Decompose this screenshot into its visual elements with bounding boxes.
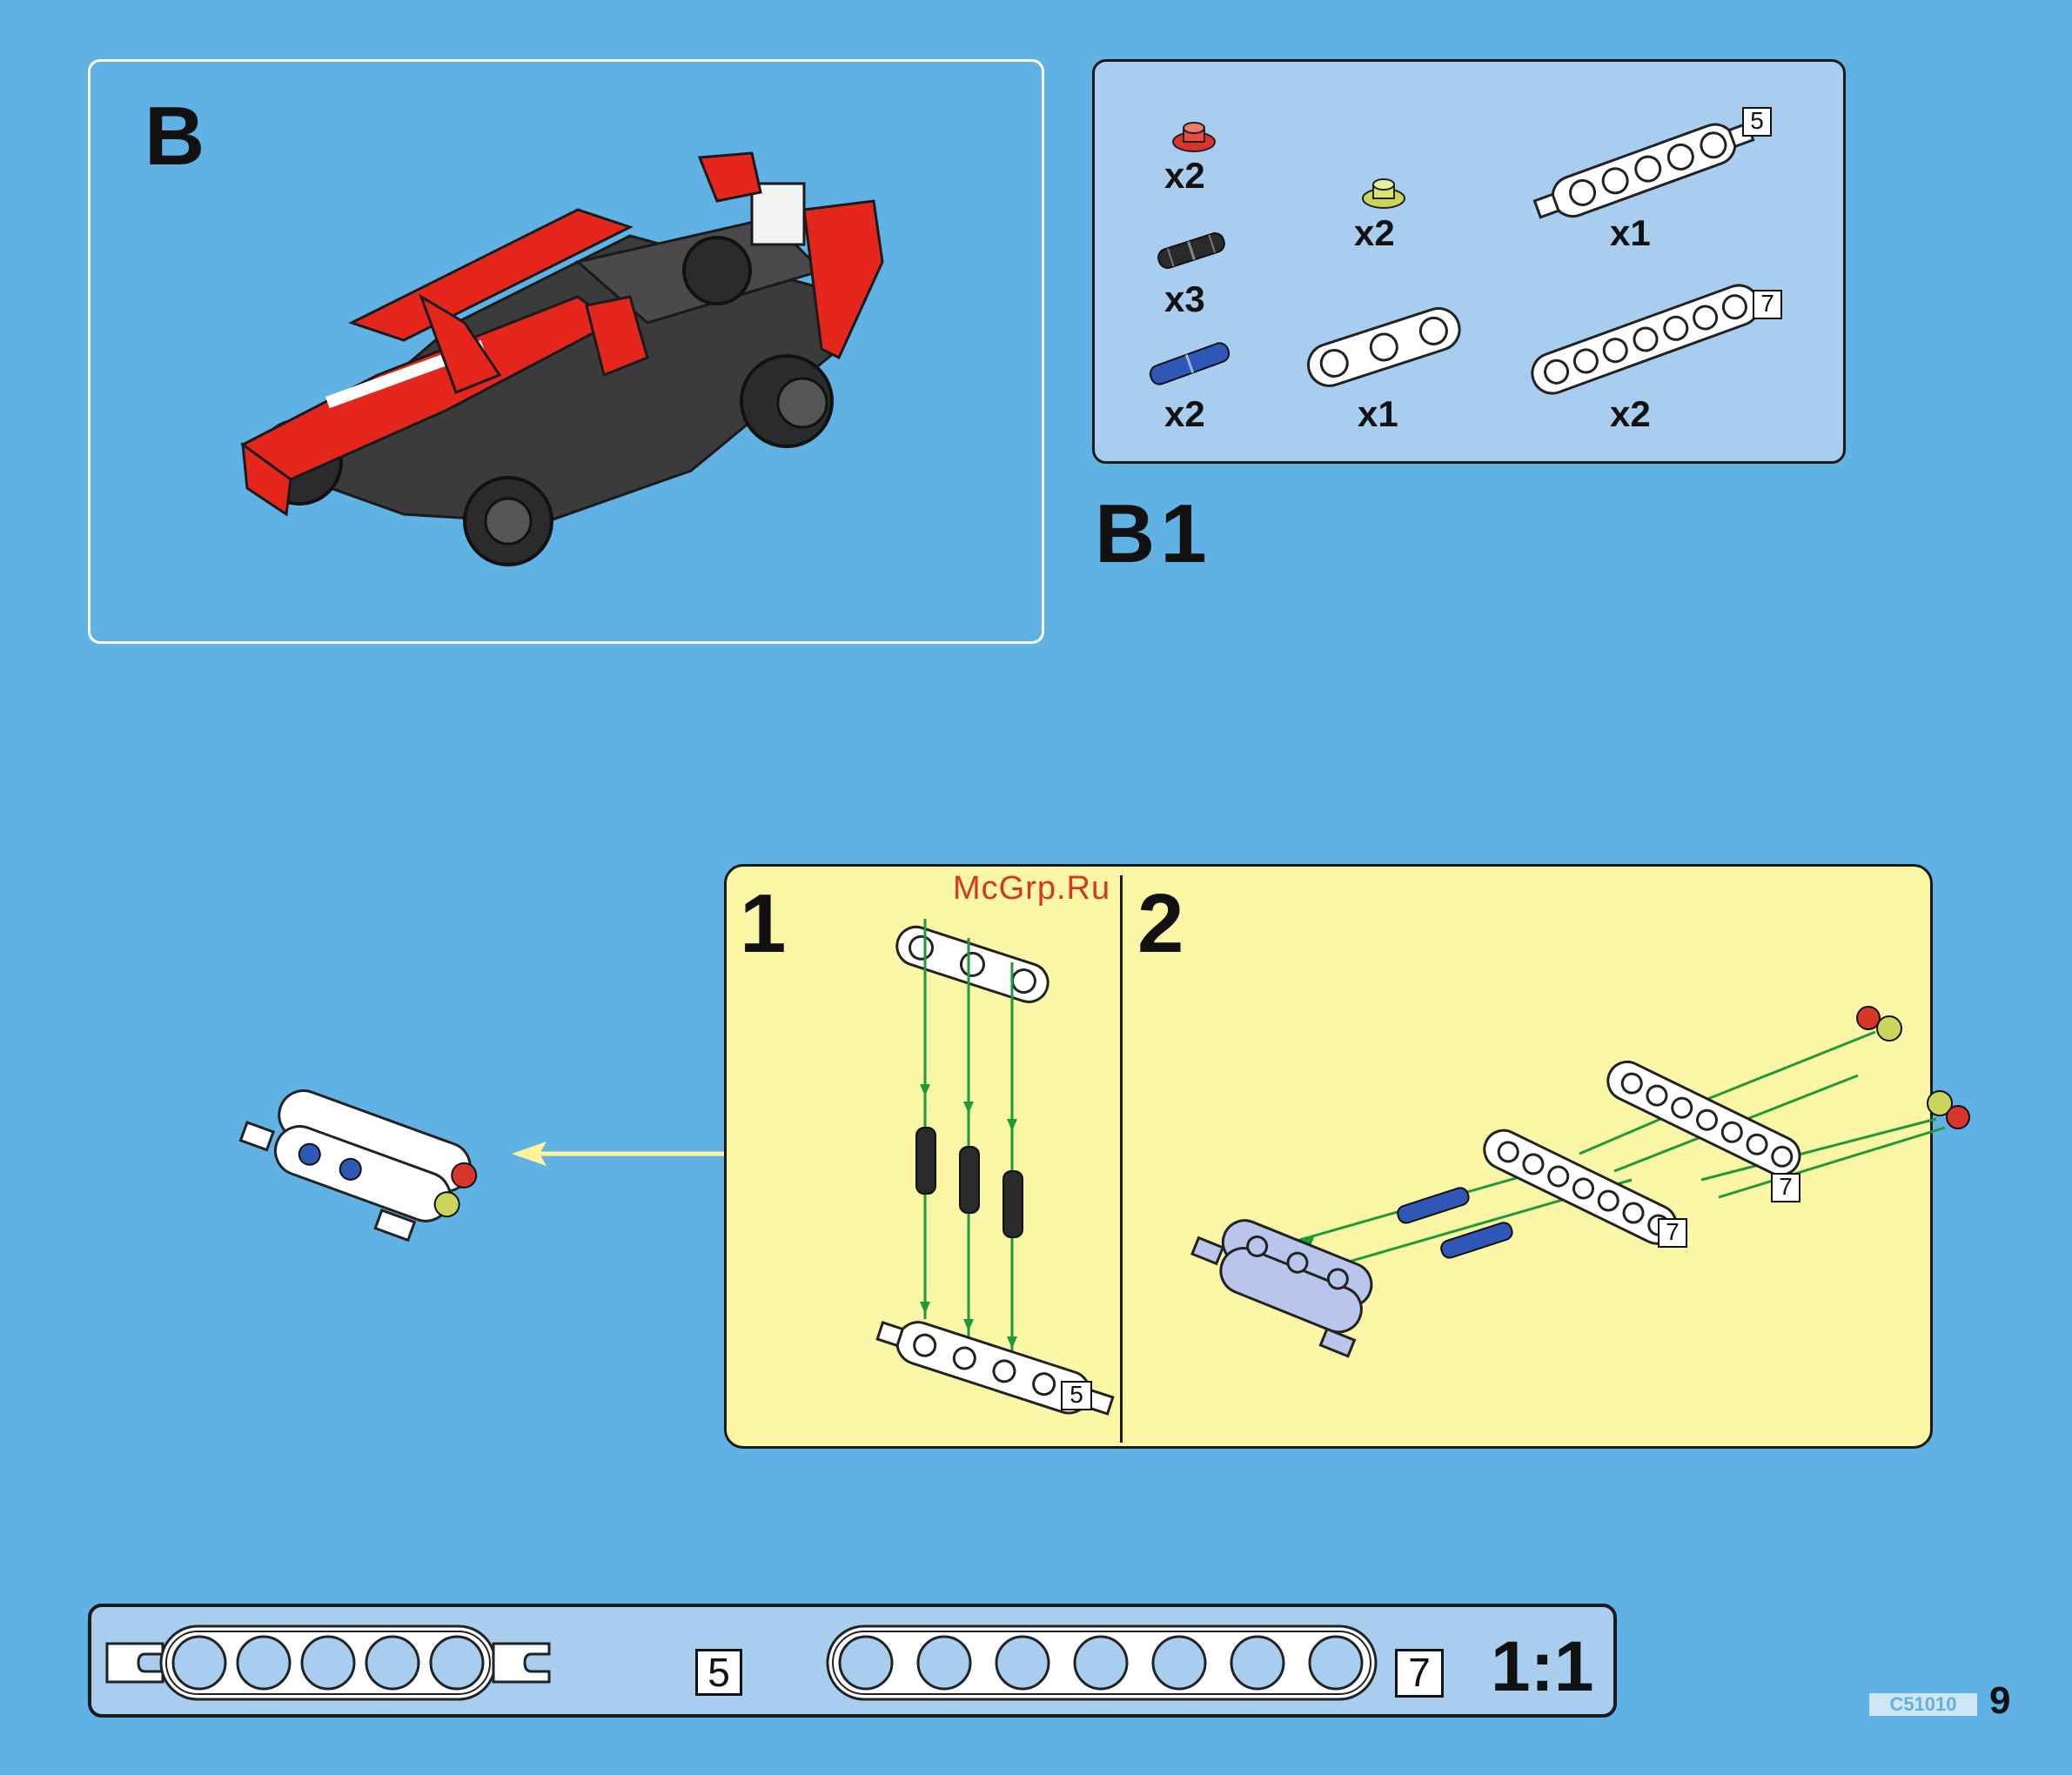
qty-yellow-plate: x2 (1354, 215, 1395, 251)
qty-beam-3: x1 (1358, 396, 1398, 432)
qty-red-plate: x2 (1164, 157, 1205, 194)
beam-7-icon (1519, 283, 1772, 396)
step-1-illustration (866, 919, 1179, 1441)
product-code-badge: C51010 (1869, 1693, 1977, 1716)
scale-size-badge-7: 7 (1395, 1649, 1444, 1698)
page-number: 9 (1989, 1679, 2010, 1723)
qty-black-pin: x3 (1164, 281, 1205, 318)
beam-3-icon (1297, 298, 1471, 394)
result-arrow-icon (512, 1136, 729, 1171)
qty-blue-axle-pin: x2 (1164, 396, 1205, 432)
race-car-model-icon (91, 62, 1047, 646)
qty-beam-7: x2 (1610, 396, 1651, 432)
scale-reference-panel: 5 7 1:1 (88, 1604, 1617, 1718)
step-2-size-badge-a: 7 (1771, 1173, 1800, 1202)
section-label-b1: B1 (1095, 492, 1212, 576)
yellow-round-plate-icon (1358, 171, 1410, 214)
beam-7-scale-icon (824, 1619, 1381, 1706)
step-2-illustration (1179, 988, 1910, 1371)
size-badge-5: 5 (1742, 107, 1772, 137)
beam-5-with-axle-icon (1530, 107, 1756, 220)
beam-5-scale-icon (104, 1619, 695, 1706)
parts-list-panel: x2 x2 5 x1 x3 (1092, 59, 1846, 464)
step-1-number: 1 (740, 882, 786, 966)
step-1-size-badge: 5 (1061, 1381, 1092, 1410)
red-round-plate-icon (1168, 114, 1220, 157)
black-pin-icon (1152, 229, 1230, 272)
build-steps-panel: 1 2 (724, 864, 1933, 1449)
model-preview-panel: B (88, 59, 1044, 644)
step-2-size-badge-b: 7 (1658, 1218, 1687, 1248)
qty-beam-5: x1 (1610, 215, 1651, 251)
blue-axle-pin-icon (1142, 333, 1237, 394)
size-badge-7: 7 (1753, 290, 1782, 319)
scale-size-badge-5: 5 (695, 1649, 742, 1696)
subassembly-result-icon (242, 1072, 494, 1246)
scale-ratio-text: 1:1 (1491, 1631, 1594, 1703)
watermark-text: McGrp.Ru (953, 870, 1110, 908)
